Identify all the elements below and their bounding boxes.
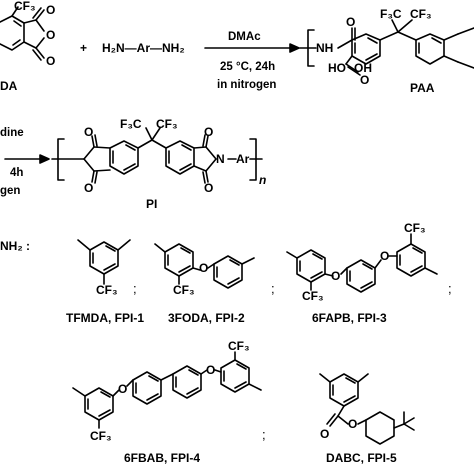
6fbab-cf3-bottom: CF₃ <box>90 429 112 443</box>
pi-n-label: N <box>216 152 225 166</box>
label-6fbab: 6FBAB, FPI-4 <box>124 451 201 465</box>
pi-structure <box>51 127 263 184</box>
condition-atmosphere: in nitrogen <box>217 79 277 91</box>
paa-o-bottom: O <box>360 73 370 87</box>
paa-cf3-right: CF₃ <box>410 7 432 21</box>
separator-4: ; <box>262 427 266 442</box>
paa-nh-label: NH <box>316 41 334 55</box>
condition-temperature: 25 °C, 24h <box>220 61 276 73</box>
6fapb-o-left: O <box>331 269 341 283</box>
pi-cf3-right: CF₃ <box>156 117 178 131</box>
structure-3foda <box>154 243 255 289</box>
pi-ar-label: Ar <box>236 152 250 166</box>
6fbab-cf3-top: CF₃ <box>228 339 250 353</box>
label-tfmda: TFMDA, FPI-1 <box>66 311 144 325</box>
separator-3: ; <box>448 281 452 296</box>
label-dabc: DABC, FPI-5 <box>326 451 397 465</box>
paa-ho-label: HO <box>328 61 346 75</box>
dianhydride-cf3-label: CF₃ <box>14 0 36 13</box>
paa-oh-label: OH <box>354 61 372 75</box>
diamine-formula: H₂N—Ar—NH₂ <box>102 41 185 55</box>
repeat-subscript-n: n <box>259 173 267 187</box>
6fapb-cf3-top: CF₃ <box>404 221 426 235</box>
dianhydride-structure <box>0 6 45 61</box>
pi-o-bottom-left: O <box>84 181 94 195</box>
condition2-reagent: dine <box>0 127 24 139</box>
label-3foda: 3FODA, FPI-2 <box>168 311 245 325</box>
dabc-o-ester: O <box>348 417 358 431</box>
6fbab-o-right: O <box>206 363 216 377</box>
tfmda-cf3-label: CF₃ <box>96 283 118 297</box>
structure-tfmda <box>77 239 131 285</box>
6fapb-cf3-bottom: CF₃ <box>302 289 324 303</box>
pi-cf3-left: F₃C <box>120 117 142 131</box>
dianhydride-o-top: O <box>46 3 56 17</box>
condition2-time: 4h <box>10 167 24 179</box>
pi-label: PI <box>146 197 158 211</box>
dianhydride-label: DA <box>0 79 18 93</box>
condition2-atmosphere: gen <box>0 185 21 197</box>
separator-2: ; <box>271 281 275 296</box>
6fapb-o-right: O <box>380 249 390 263</box>
diamine-key-lead: NH₂ : <box>0 239 30 253</box>
structure-dabc <box>319 373 415 445</box>
paa-structure <box>299 19 474 76</box>
pi-o-top-right: O <box>204 125 214 139</box>
structure-6fbab <box>72 351 262 429</box>
pi-o-bottom-right: O <box>204 181 214 195</box>
plus-sign: + <box>80 41 88 55</box>
dabc-o-carbonyl: O <box>320 427 330 441</box>
condition-solvent: DMAc <box>228 31 261 43</box>
3foda-o-label: O <box>199 261 209 275</box>
dianhydride-o-bottom: O <box>46 54 56 68</box>
separator-1: ; <box>133 281 137 296</box>
label-6fapb: 6FAPB, FPI-3 <box>312 311 387 325</box>
6fbab-o-left: O <box>118 382 128 396</box>
paa-label: PAA <box>410 81 435 95</box>
paa-cf3-left: F₃C <box>380 7 402 21</box>
pi-o-top-left: O <box>84 125 94 139</box>
paa-o-top: O <box>346 15 356 29</box>
3foda-cf3-label: CF₃ <box>173 283 195 297</box>
structure-6fapb <box>286 233 438 293</box>
dianhydride-o-ring: O <box>46 28 56 42</box>
